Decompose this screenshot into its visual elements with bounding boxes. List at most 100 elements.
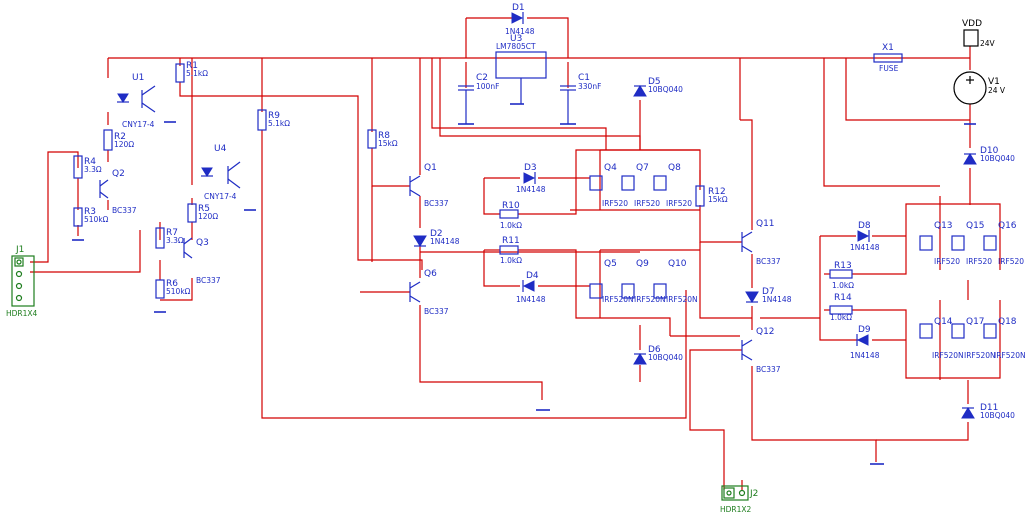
label-val-C1: 330nF bbox=[578, 82, 601, 91]
label-val-J1: HDR1X4 bbox=[6, 309, 38, 318]
label-ref-Q10: Q10 bbox=[668, 259, 687, 269]
label-ref-Q4: Q4 bbox=[604, 163, 617, 173]
label-val-D3: 1N4148 bbox=[516, 185, 546, 194]
label-val-R3: 510kΩ bbox=[84, 215, 109, 224]
label-val-D11: 10BQ040 bbox=[980, 411, 1015, 420]
label-ref-R7: R7 bbox=[166, 228, 178, 238]
label-ref-Q6: Q6 bbox=[424, 269, 437, 279]
label-ref-Q17: Q17 bbox=[966, 317, 985, 327]
label-ref-U4: U4 bbox=[214, 144, 227, 154]
label-val-R12: 15kΩ bbox=[708, 195, 728, 204]
label-val-V1: 24 V bbox=[988, 86, 1006, 95]
capacitor-c2 bbox=[458, 85, 474, 124]
label-val-R11: 1.0kΩ bbox=[500, 256, 522, 265]
connector-j2[interactable] bbox=[721, 485, 749, 501]
capacitor-c1 bbox=[560, 85, 576, 124]
fuse-x1 bbox=[873, 53, 903, 63]
connector-j1[interactable] bbox=[11, 255, 35, 307]
label-ref-D9: D9 bbox=[858, 325, 871, 335]
label-ref-D5: D5 bbox=[648, 77, 661, 87]
vdd-supply bbox=[963, 29, 979, 47]
label-val-R14: 1.0kΩ bbox=[830, 313, 852, 322]
label-ref-J1: J1 bbox=[15, 245, 24, 255]
label-ref-U1: U1 bbox=[132, 73, 144, 83]
label-ref-D6: D6 bbox=[648, 345, 661, 355]
voltage-source-v1 bbox=[953, 71, 987, 105]
label-val-R4: 3.3Ω bbox=[84, 165, 102, 174]
label-ref-D7: D7 bbox=[762, 287, 775, 297]
label-ref-Q16: Q16 bbox=[998, 221, 1017, 231]
label-val-D4: 1N4148 bbox=[516, 295, 546, 304]
label-ref-R8: R8 bbox=[378, 131, 390, 141]
label-val-D6: 10BQ040 bbox=[648, 353, 683, 362]
label-ref-R2: R2 bbox=[114, 132, 126, 142]
label-val-R10: 1.0kΩ bbox=[500, 221, 522, 230]
label-ref-Q14: Q14 bbox=[934, 317, 953, 327]
label-val-D7: 1N4148 bbox=[762, 295, 792, 304]
label-ref-R10: R10 bbox=[502, 201, 520, 211]
ground-symbols bbox=[72, 103, 976, 465]
label-val-D5: 10BQ040 bbox=[648, 85, 683, 94]
label-val-D2: 1N4148 bbox=[430, 237, 460, 246]
label-ref-R11: R11 bbox=[502, 236, 520, 246]
label-ref-J2: J2 bbox=[749, 489, 758, 499]
label-val-Q4: IRF520 bbox=[602, 199, 628, 208]
label-val-R9: 5.1kΩ bbox=[268, 119, 290, 128]
label-val-Q14: IRF520N bbox=[932, 351, 964, 360]
label-val-VDD: 24V bbox=[980, 39, 996, 48]
label-ref-Q2: Q2 bbox=[112, 169, 125, 179]
label-ref-U3: U3 bbox=[510, 34, 522, 44]
label-val-R5: 120Ω bbox=[198, 212, 218, 221]
label-ref-D10: D10 bbox=[980, 146, 999, 156]
label-val-Q16: IRF520 bbox=[998, 257, 1024, 266]
label-val-R6: 510kΩ bbox=[166, 287, 191, 296]
label-ref-Q9: Q9 bbox=[636, 259, 649, 269]
label-val-U4: CNY17-4 bbox=[204, 192, 237, 201]
label-val-R13: 1.0kΩ bbox=[832, 281, 854, 290]
label-val-Q13: IRF520 bbox=[934, 257, 960, 266]
label-val-Q11: BC337 bbox=[756, 257, 781, 266]
label-ref-D1: D1 bbox=[512, 3, 525, 13]
mosfet-symbols bbox=[589, 175, 997, 339]
component-labels: D1 1N4148 U3 LM7805CT C2 100nF C1 330nF … bbox=[6, 3, 1026, 514]
label-val-Q12: BC337 bbox=[756, 365, 781, 374]
label-val-U1: CNY17-4 bbox=[122, 120, 155, 129]
label-val-Q7: IRF520 bbox=[634, 199, 660, 208]
label-ref-Q5: Q5 bbox=[604, 259, 617, 269]
label-val-Q1: BC337 bbox=[424, 199, 449, 208]
label-ref-R6: R6 bbox=[166, 279, 178, 289]
label-val-X1: FUSE bbox=[879, 64, 899, 73]
label-val-Q10: IRF520N bbox=[666, 295, 698, 304]
label-ref-R5: R5 bbox=[198, 204, 210, 214]
label-ref-V1: V1 bbox=[988, 77, 1000, 87]
label-ref-R9: R9 bbox=[268, 111, 280, 121]
label-ref-R12: R12 bbox=[708, 187, 726, 197]
label-val-D8: 1N4148 bbox=[850, 243, 880, 252]
label-val-C2: 100nF bbox=[476, 82, 499, 91]
diode-symbols bbox=[413, 12, 977, 419]
label-val-D10: 10BQ040 bbox=[980, 154, 1015, 163]
optocoupler-symbols bbox=[117, 85, 241, 189]
label-val-Q15: IRF520 bbox=[966, 257, 992, 266]
label-val-U3: LM7805CT bbox=[496, 42, 536, 51]
label-ref-R13: R13 bbox=[834, 261, 852, 271]
label-val-D1: 1N4148 bbox=[505, 27, 535, 36]
label-ref-R1: R1 bbox=[186, 61, 198, 71]
label-val-R2: 120Ω bbox=[114, 140, 134, 149]
label-val-Q5: IRF520N bbox=[602, 295, 634, 304]
label-ref-R3: R3 bbox=[84, 207, 96, 217]
label-ref-Q12: Q12 bbox=[756, 327, 775, 337]
label-val-J2: HDR1X2 bbox=[720, 505, 752, 514]
label-ref-R4: R4 bbox=[84, 157, 96, 167]
label-ref-Q15: Q15 bbox=[966, 221, 985, 231]
label-ref-VDD: VDD bbox=[962, 19, 982, 29]
label-val-R7: 3.3Ω bbox=[166, 236, 184, 245]
label-val-Q9: IRF520N bbox=[634, 295, 666, 304]
label-ref-C2: C2 bbox=[476, 73, 488, 83]
label-ref-X1: X1 bbox=[882, 43, 894, 53]
label-ref-Q1: Q1 bbox=[424, 163, 437, 173]
label-ref-D4: D4 bbox=[526, 271, 539, 281]
label-ref-D11: D11 bbox=[980, 403, 998, 413]
label-ref-D8: D8 bbox=[858, 221, 871, 231]
